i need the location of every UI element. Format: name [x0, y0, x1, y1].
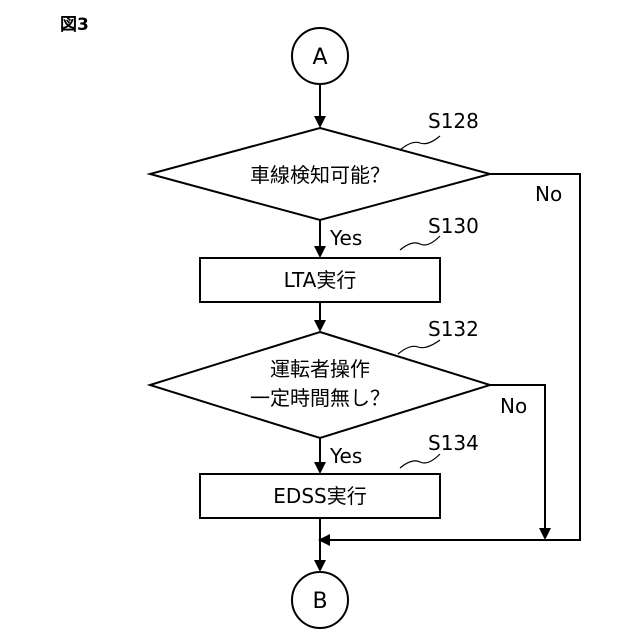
process-s130-text: LTA実行 [284, 268, 357, 292]
step-id-s132: S132 [428, 317, 479, 341]
step-id-s130: S130 [428, 214, 479, 238]
decision-s132-line1: 運転者操作 [270, 357, 370, 381]
leader-s128 [400, 136, 440, 150]
arrowhead [314, 246, 326, 258]
step-id-s134: S134 [428, 431, 479, 455]
arrowhead [314, 116, 326, 128]
yes-label-s132: Yes [329, 444, 362, 468]
no-label-s128: No [535, 182, 562, 206]
arrowhead [314, 320, 326, 332]
decision-s132-line2: 一定時間無し？ [250, 386, 390, 410]
arrowhead [314, 462, 326, 474]
connector-a-label: A [312, 45, 327, 70]
arrowhead [314, 560, 326, 572]
decision-s128-text: 車線検知可能？ [250, 163, 390, 187]
connector-b-label: B [312, 589, 327, 614]
decision-s132 [150, 332, 490, 438]
process-s134-text: EDSS実行 [273, 484, 366, 508]
leader-s134 [400, 454, 440, 468]
no-label-s132: No [500, 394, 527, 418]
leader-s130 [400, 236, 440, 250]
yes-label-s128: Yes [329, 226, 362, 250]
step-id-s128: S128 [428, 109, 479, 133]
arrowhead [539, 528, 551, 540]
leader-s132 [398, 340, 440, 354]
